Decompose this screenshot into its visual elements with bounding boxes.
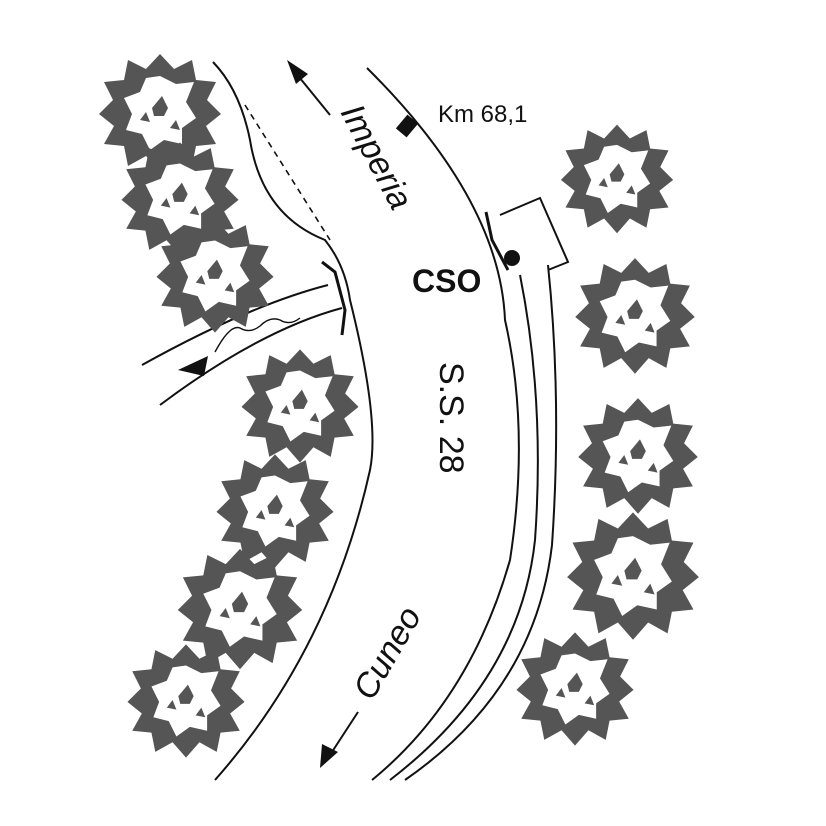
tree-icon [241,349,359,463]
arrow-south-icon [320,744,338,768]
km-marker-icon [395,114,419,138]
bridge-mark [321,260,347,336]
tree-icon [177,548,303,670]
stream-lower-bank [159,307,343,406]
station-mark [484,211,510,271]
stream-arrow-icon [178,356,208,376]
km-marker-label: Km 68,1 [438,101,527,128]
tree-icon [575,258,695,374]
tree-icon [216,454,334,568]
station-dot-icon [504,250,520,266]
side-track-outer [404,264,558,781]
stream-flow-line [214,317,301,353]
arrow-south-shaft [329,711,359,756]
tree-icon [560,124,674,234]
arrow-north-icon [287,60,308,84]
tree-icon [578,398,698,514]
side-track-inner [389,274,539,781]
tree-icon [567,512,699,640]
road-left-edge [212,61,374,781]
road-name-label: S.S. 28 [432,362,470,474]
station-building [499,196,570,271]
dashed-layby-line [244,104,331,241]
tree-icon [127,644,245,758]
road-right-edge [366,67,520,781]
tree-icon [516,632,634,746]
direction-south-label: Cuneo [346,600,429,706]
station-label: CSO [412,263,481,299]
